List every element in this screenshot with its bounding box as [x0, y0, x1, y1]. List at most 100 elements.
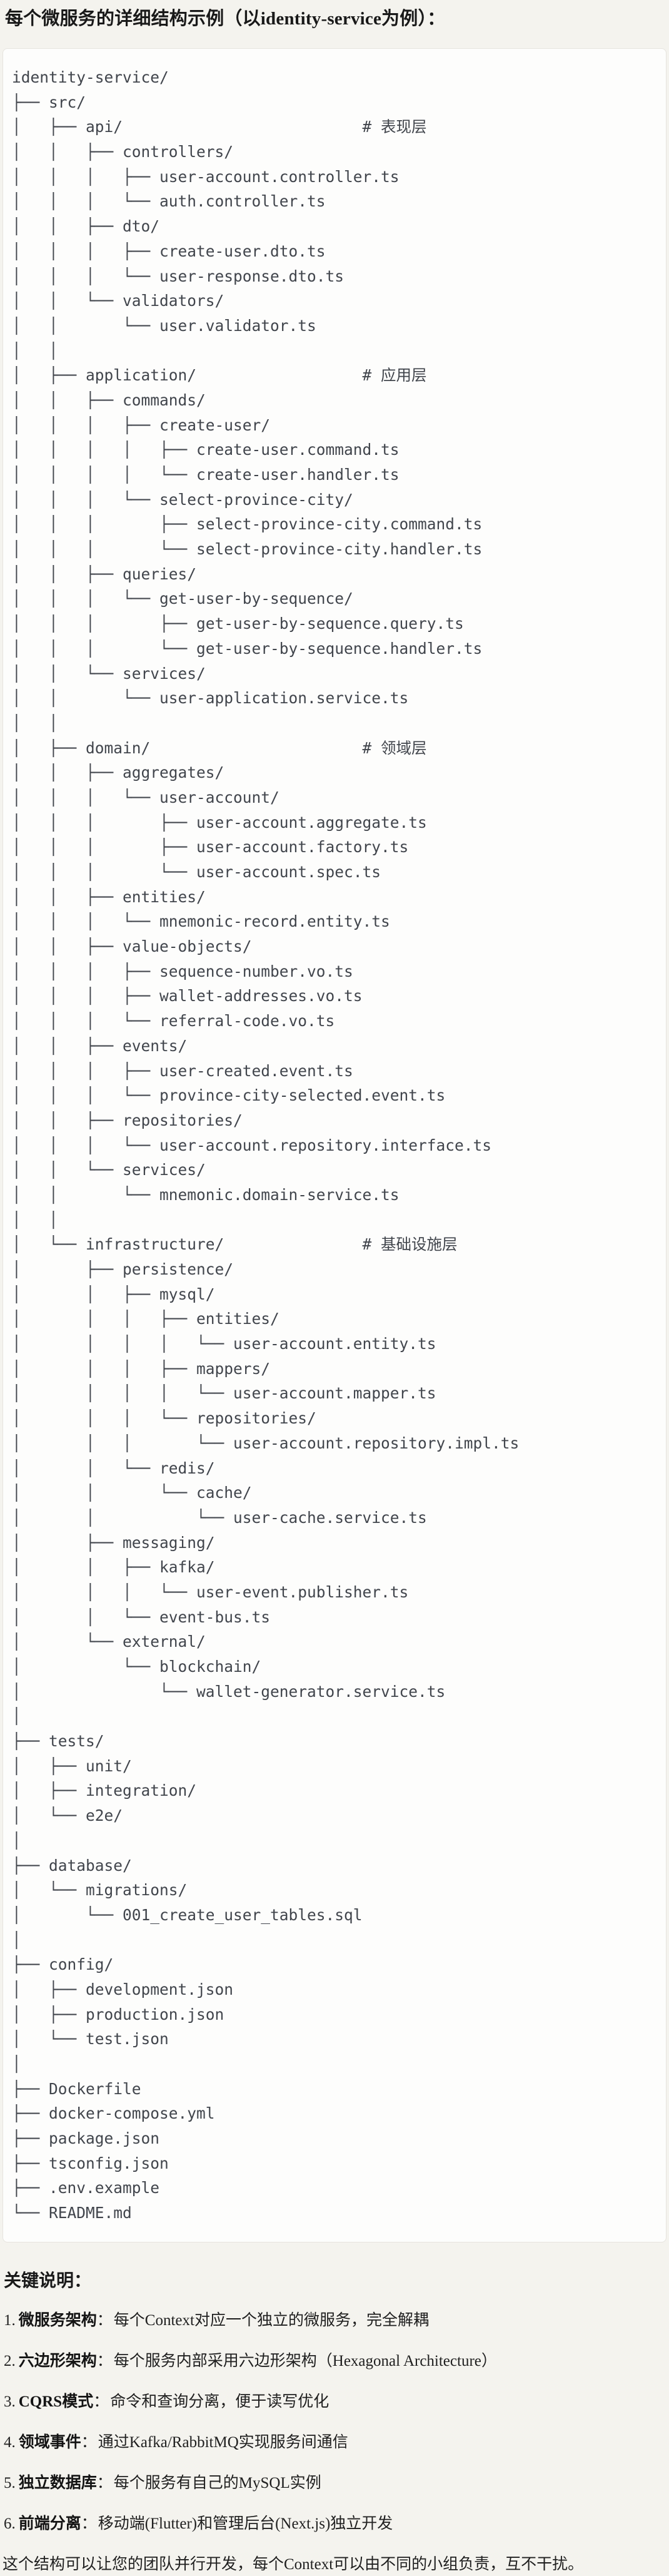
tree-line: │ │ └── mnemonic.domain-service.ts [12, 1185, 400, 1204]
note-colon: ： [81, 2433, 97, 2451]
tree-line: │ │ [12, 713, 58, 732]
file-tree: identity-service/├── src/│ ├── api/ # 表现… [12, 65, 657, 2226]
note-term: 独立数据库 [18, 2474, 97, 2492]
tree-line: │ │ ├── commands/ [12, 390, 206, 409]
tree-line: ├── .env.example [12, 2179, 160, 2197]
note-number: 2. [4, 2352, 16, 2370]
tree-line: │ │ ├── queries/ [12, 564, 197, 583]
tree-line: │ └── external/ [12, 1632, 206, 1651]
tree-line: │ │ │ └── user-event.publisher.ts [12, 1582, 409, 1601]
notes-heading: 关键说明： [4, 2271, 92, 2291]
tree-line: │ │ └── cache/ [12, 1484, 252, 1502]
tree-line: │ └── blockchain/ [12, 1657, 261, 1676]
tree-line: │ │ │ └── user-account.spec.ts [12, 863, 381, 881]
tree-line: │ │ │ └── repositories/ [12, 1409, 316, 1428]
note-item: 3.CQRS模式：命令和查询分离，便于读写优化 [4, 2391, 666, 2413]
tree-line: │ │ │ └── mnemonic-record.entity.ts [12, 912, 390, 931]
tree-line: │ │ ├── repositories/ [12, 1111, 243, 1129]
tree-line: │ │ │ ├── create-user/ [12, 415, 271, 434]
tree-line: ├── tests/ [12, 1732, 104, 1751]
tree-line: │ │ │ ├── entities/ [12, 1310, 279, 1328]
tree-line: │ │ │ ├── wallet-addresses.vo.ts [12, 987, 363, 1005]
tree-line: │ │ │ ├── mappers/ [12, 1359, 271, 1378]
tree-line: │ │ ├── value-objects/ [12, 937, 252, 956]
tree-line: │ │ │ └── auth.controller.ts [12, 192, 326, 211]
tree-line: │ │ │ └── user-account.repository.impl.t… [12, 1433, 520, 1452]
note-number: 5. [4, 2474, 16, 2492]
tree-line: │ [12, 1831, 21, 1850]
tree-line: │ │ └── user.validator.ts [12, 316, 316, 335]
note-colon: ： [96, 2311, 113, 2329]
note-item: 4.领域事件：通过Kafka/RabbitMQ实现服务间通信 [4, 2432, 666, 2453]
tree-line: │ ├── api/ # 表现层 [12, 118, 427, 136]
note-item: 1.微服务架构：每个Context对应一个独立的微服务，完全解耦 [4, 2310, 666, 2331]
tree-line: │ ├── development.json [12, 1980, 234, 1998]
notes-footer: 这个结构可以让您的团队并行开发，每个Context可以由不同的小组负责，互不干扰… [3, 2555, 584, 2573]
tree-line: │ │ └── validators/ [12, 292, 224, 310]
tree-line: │ [12, 1930, 21, 1949]
tree-line: │ [12, 1707, 21, 1726]
tree-line: │ │ [12, 341, 58, 360]
tree-line: │ ├── messaging/ [12, 1533, 215, 1552]
tree-line: identity-service/ [12, 68, 169, 86]
tree-line: │ │ ├── controllers/ [12, 143, 234, 161]
tree-line: │ │ │ └── user-account/ [12, 788, 279, 807]
page-title: 每个微服务的详细结构示例（以identity-service为例）： [5, 9, 446, 29]
tree-line: └── README.md [12, 2204, 132, 2222]
code-block: identity-service/├── src/│ ├── api/ # 表现… [3, 48, 666, 2243]
tree-line: │ │ ├── events/ [12, 1036, 188, 1055]
tree-line: │ └── test.json [12, 2030, 169, 2049]
tree-line: │ │ └── event-bus.ts [12, 1607, 271, 1626]
tree-line: │ │ │ ├── sequence-number.vo.ts [12, 962, 353, 980]
note-term: CQRS模式 [18, 2393, 94, 2410]
tree-line: │ │ └── services/ [12, 664, 206, 683]
tree-line: ├── package.json [12, 2129, 160, 2148]
note-description: 移动端(Flutter)和管理后台(Next.js)独立开发 [98, 2515, 393, 2532]
tree-line: ├── config/ [12, 1955, 114, 1974]
tree-line: ├── Dockerfile [12, 2079, 141, 2098]
tree-line: │ ├── production.json [12, 2005, 224, 2024]
note-item: 5.独立数据库：每个服务有自己的MySQL实例 [4, 2473, 666, 2494]
note-colon: ： [96, 2352, 113, 2370]
tree-line: │ │ │ └── user-account.repository.interf… [12, 1136, 492, 1154]
tree-line: ├── database/ [12, 1856, 132, 1875]
tree-line: │ │ └── user-cache.service.ts [12, 1508, 427, 1527]
tree-line: │ │ ├── aggregates/ [12, 763, 224, 782]
note-colon: ： [96, 2474, 113, 2492]
tree-line: │ │ │ │ ├── create-user.command.ts [12, 440, 400, 459]
tree-line: │ │ │ └── get-user-by-sequence.handler.t… [12, 639, 483, 658]
tree-line: │ │ │ │ └── user-account.mapper.ts [12, 1384, 436, 1403]
tree-line: │ └── wallet-generator.service.ts [12, 1682, 446, 1701]
note-description: 每个服务内部采用六边形架构（Hexagonal Architecture） [113, 2352, 497, 2370]
tree-line: │ [12, 2055, 21, 2073]
note-description: 通过Kafka/RabbitMQ实现服务间通信 [98, 2433, 348, 2451]
tree-line: │ │ ├── entities/ [12, 887, 206, 906]
tree-line: │ │ │ └── province-city-selected.event.t… [12, 1086, 446, 1105]
note-number: 4. [4, 2433, 16, 2451]
tree-line: │ ├── persistence/ [12, 1260, 234, 1278]
tree-line: │ │ │ ├── get-user-by-sequence.query.ts [12, 614, 464, 633]
tree-line: │ │ │ └── select-province-city/ [12, 490, 353, 509]
tree-line: │ │ │ ├── create-user.dto.ts [12, 242, 326, 260]
tree-line: │ ├── application/ # 应用层 [12, 366, 427, 385]
tree-line: │ │ │ ├── user-created.event.ts [12, 1061, 353, 1080]
tree-line: │ │ │ ├── user-account.factory.ts [12, 838, 409, 857]
tree-line: │ └── 001_create_user_tables.sql [12, 1905, 363, 1924]
tree-line: │ │ └── services/ [12, 1161, 206, 1179]
tree-line: │ │ │ └── user-response.dto.ts [12, 267, 345, 285]
note-number: 6. [4, 2515, 16, 2532]
tree-line: │ ├── unit/ [12, 1756, 132, 1775]
note-colon: ： [81, 2515, 97, 2532]
tree-line: │ │ │ └── referral-code.vo.ts [12, 1012, 335, 1031]
note-colon: ： [93, 2393, 109, 2410]
tree-line: ├── docker-compose.yml [12, 2104, 215, 2123]
tree-line: ├── tsconfig.json [12, 2154, 169, 2172]
tree-line: │ │ │ └── get-user-by-sequence/ [12, 589, 353, 608]
tree-line: │ │ ├── mysql/ [12, 1285, 215, 1303]
note-number: 1. [4, 2311, 16, 2329]
note-term: 微服务架构 [18, 2311, 97, 2329]
tree-line: │ ├── integration/ [12, 1781, 197, 1800]
note-number: 3. [4, 2393, 16, 2410]
